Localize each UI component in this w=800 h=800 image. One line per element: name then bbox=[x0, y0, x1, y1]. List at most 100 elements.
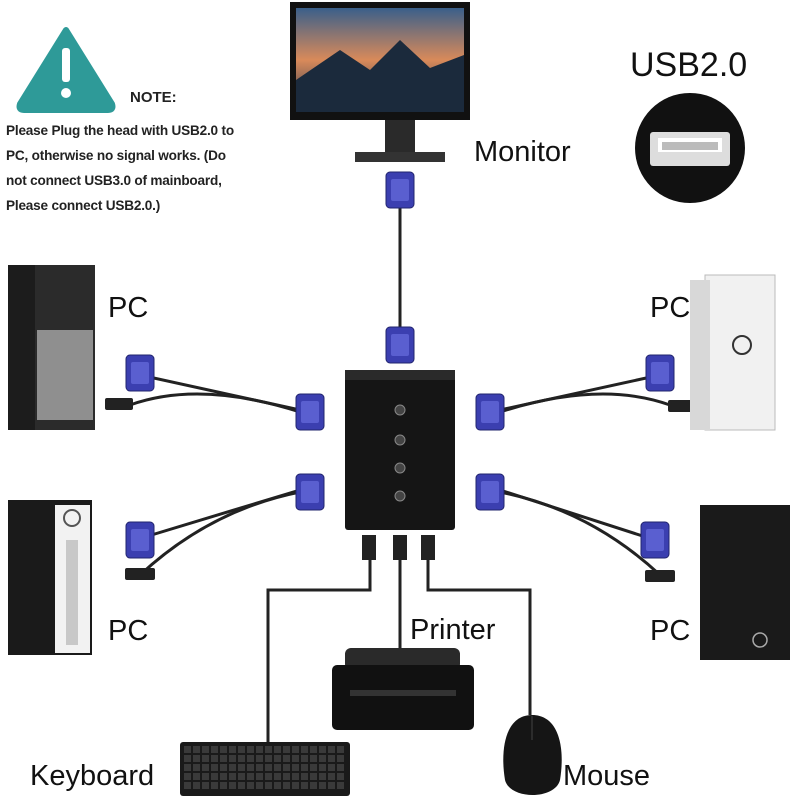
keyboard-key bbox=[184, 746, 191, 753]
keyboard-key bbox=[202, 773, 209, 780]
keyboard-key bbox=[256, 746, 263, 753]
usb-port-icon bbox=[635, 93, 745, 203]
keyboard-key bbox=[328, 764, 335, 771]
keyboard-key bbox=[265, 755, 272, 762]
keyboard-key bbox=[193, 746, 200, 753]
keyboard-key bbox=[283, 773, 290, 780]
keyboard-key bbox=[184, 755, 191, 762]
keyboard-image bbox=[180, 742, 350, 796]
vga-connector-pc-4 bbox=[640, 521, 670, 559]
cables bbox=[129, 205, 671, 745]
vga-connector-kvm-4 bbox=[475, 473, 505, 511]
keyboard-key bbox=[265, 773, 272, 780]
warning-triangle-icon bbox=[16, 27, 116, 113]
monitor-label: Monitor bbox=[474, 136, 571, 168]
printer-image bbox=[332, 648, 474, 730]
keyboard-key bbox=[256, 755, 263, 762]
keyboard-key bbox=[319, 764, 326, 771]
keyboard-key bbox=[283, 782, 290, 789]
keyboard-key bbox=[328, 773, 335, 780]
keyboard-key bbox=[238, 755, 245, 762]
vga-connector-kvm-2 bbox=[475, 393, 505, 431]
keyboard-key bbox=[292, 773, 299, 780]
keyboard-key bbox=[283, 764, 290, 771]
keyboard-key bbox=[229, 764, 236, 771]
keyboard-key bbox=[319, 746, 326, 753]
keyboard-key bbox=[328, 746, 335, 753]
keyboard-label: Keyboard bbox=[30, 760, 155, 792]
vga-connector-pc-3 bbox=[125, 521, 155, 559]
note-text: Please Plug the head with USB2.0 to PC, … bbox=[6, 118, 296, 218]
keyboard-key bbox=[256, 782, 263, 789]
keyboard-key bbox=[283, 755, 290, 762]
keyboard-key bbox=[229, 755, 236, 762]
keyboard-key bbox=[319, 755, 326, 762]
pc-label-top-right: PC bbox=[650, 292, 691, 324]
keyboard-key bbox=[229, 782, 236, 789]
keyboard-key bbox=[220, 746, 227, 753]
usb-label: USB2.0 bbox=[630, 46, 748, 84]
keyboard-key bbox=[238, 746, 245, 753]
keyboard-key bbox=[193, 782, 200, 789]
keyboard-key bbox=[220, 773, 227, 780]
keyboard-key bbox=[310, 746, 317, 753]
note-line: not connect USB3.0 of mainboard, bbox=[6, 173, 222, 188]
keyboard-key bbox=[265, 746, 272, 753]
keyboard-key bbox=[274, 773, 281, 780]
keyboard-key bbox=[265, 782, 272, 789]
keyboard-key bbox=[184, 782, 191, 789]
keyboard-key bbox=[211, 782, 218, 789]
keyboard-key bbox=[292, 746, 299, 753]
keyboard-key bbox=[220, 755, 227, 762]
keyboard-key bbox=[301, 782, 308, 789]
keyboard-key bbox=[229, 746, 236, 753]
keyboard-key bbox=[319, 773, 326, 780]
keyboard-key bbox=[310, 755, 317, 762]
vga-connector-kvm-3 bbox=[295, 473, 325, 511]
keyboard-key bbox=[238, 773, 245, 780]
keyboard-key bbox=[337, 773, 344, 780]
keyboard-key bbox=[238, 764, 245, 771]
keyboard-key bbox=[292, 764, 299, 771]
vga-connector-monitor bbox=[385, 171, 415, 209]
keyboard-key bbox=[274, 755, 281, 762]
keyboard-key bbox=[202, 782, 209, 789]
keyboard-key bbox=[256, 773, 263, 780]
keyboard-key bbox=[211, 755, 218, 762]
keyboard-key bbox=[202, 755, 209, 762]
keyboard-key bbox=[247, 773, 254, 780]
keyboard-key bbox=[319, 782, 326, 789]
printer-label: Printer bbox=[410, 614, 496, 646]
keyboard-key bbox=[220, 764, 227, 771]
keyboard-key bbox=[238, 782, 245, 789]
keyboard-key bbox=[220, 782, 227, 789]
keyboard-key bbox=[229, 773, 236, 780]
note-line: PC, otherwise no signal works. (Do bbox=[6, 148, 226, 163]
keyboard-key bbox=[256, 764, 263, 771]
keyboard-key bbox=[193, 764, 200, 771]
note-title: NOTE: bbox=[130, 89, 177, 106]
keyboard-key bbox=[328, 755, 335, 762]
keyboard-key bbox=[211, 773, 218, 780]
pc-label-top-left: PC bbox=[108, 292, 149, 324]
keyboard-key bbox=[193, 773, 200, 780]
vga-connector-pc-2 bbox=[645, 354, 675, 392]
keyboard-key bbox=[292, 782, 299, 789]
keyboard-key bbox=[247, 746, 254, 753]
mouse-image bbox=[503, 715, 562, 795]
keyboard-key bbox=[265, 764, 272, 771]
keyboard-key bbox=[247, 755, 254, 762]
usb-plugs bbox=[105, 398, 696, 582]
keyboard-key bbox=[193, 755, 200, 762]
keyboard-key bbox=[301, 773, 308, 780]
note-line: Please connect USB2.0.) bbox=[6, 198, 161, 213]
keyboard-key bbox=[328, 782, 335, 789]
mouse-label: Mouse bbox=[563, 760, 651, 792]
keyboard-key bbox=[283, 746, 290, 753]
keyboard-key bbox=[202, 746, 209, 753]
pc-label-bottom-right: PC bbox=[650, 615, 691, 647]
pc-tower-top-right bbox=[690, 274, 776, 431]
kvm-switch bbox=[345, 370, 455, 560]
